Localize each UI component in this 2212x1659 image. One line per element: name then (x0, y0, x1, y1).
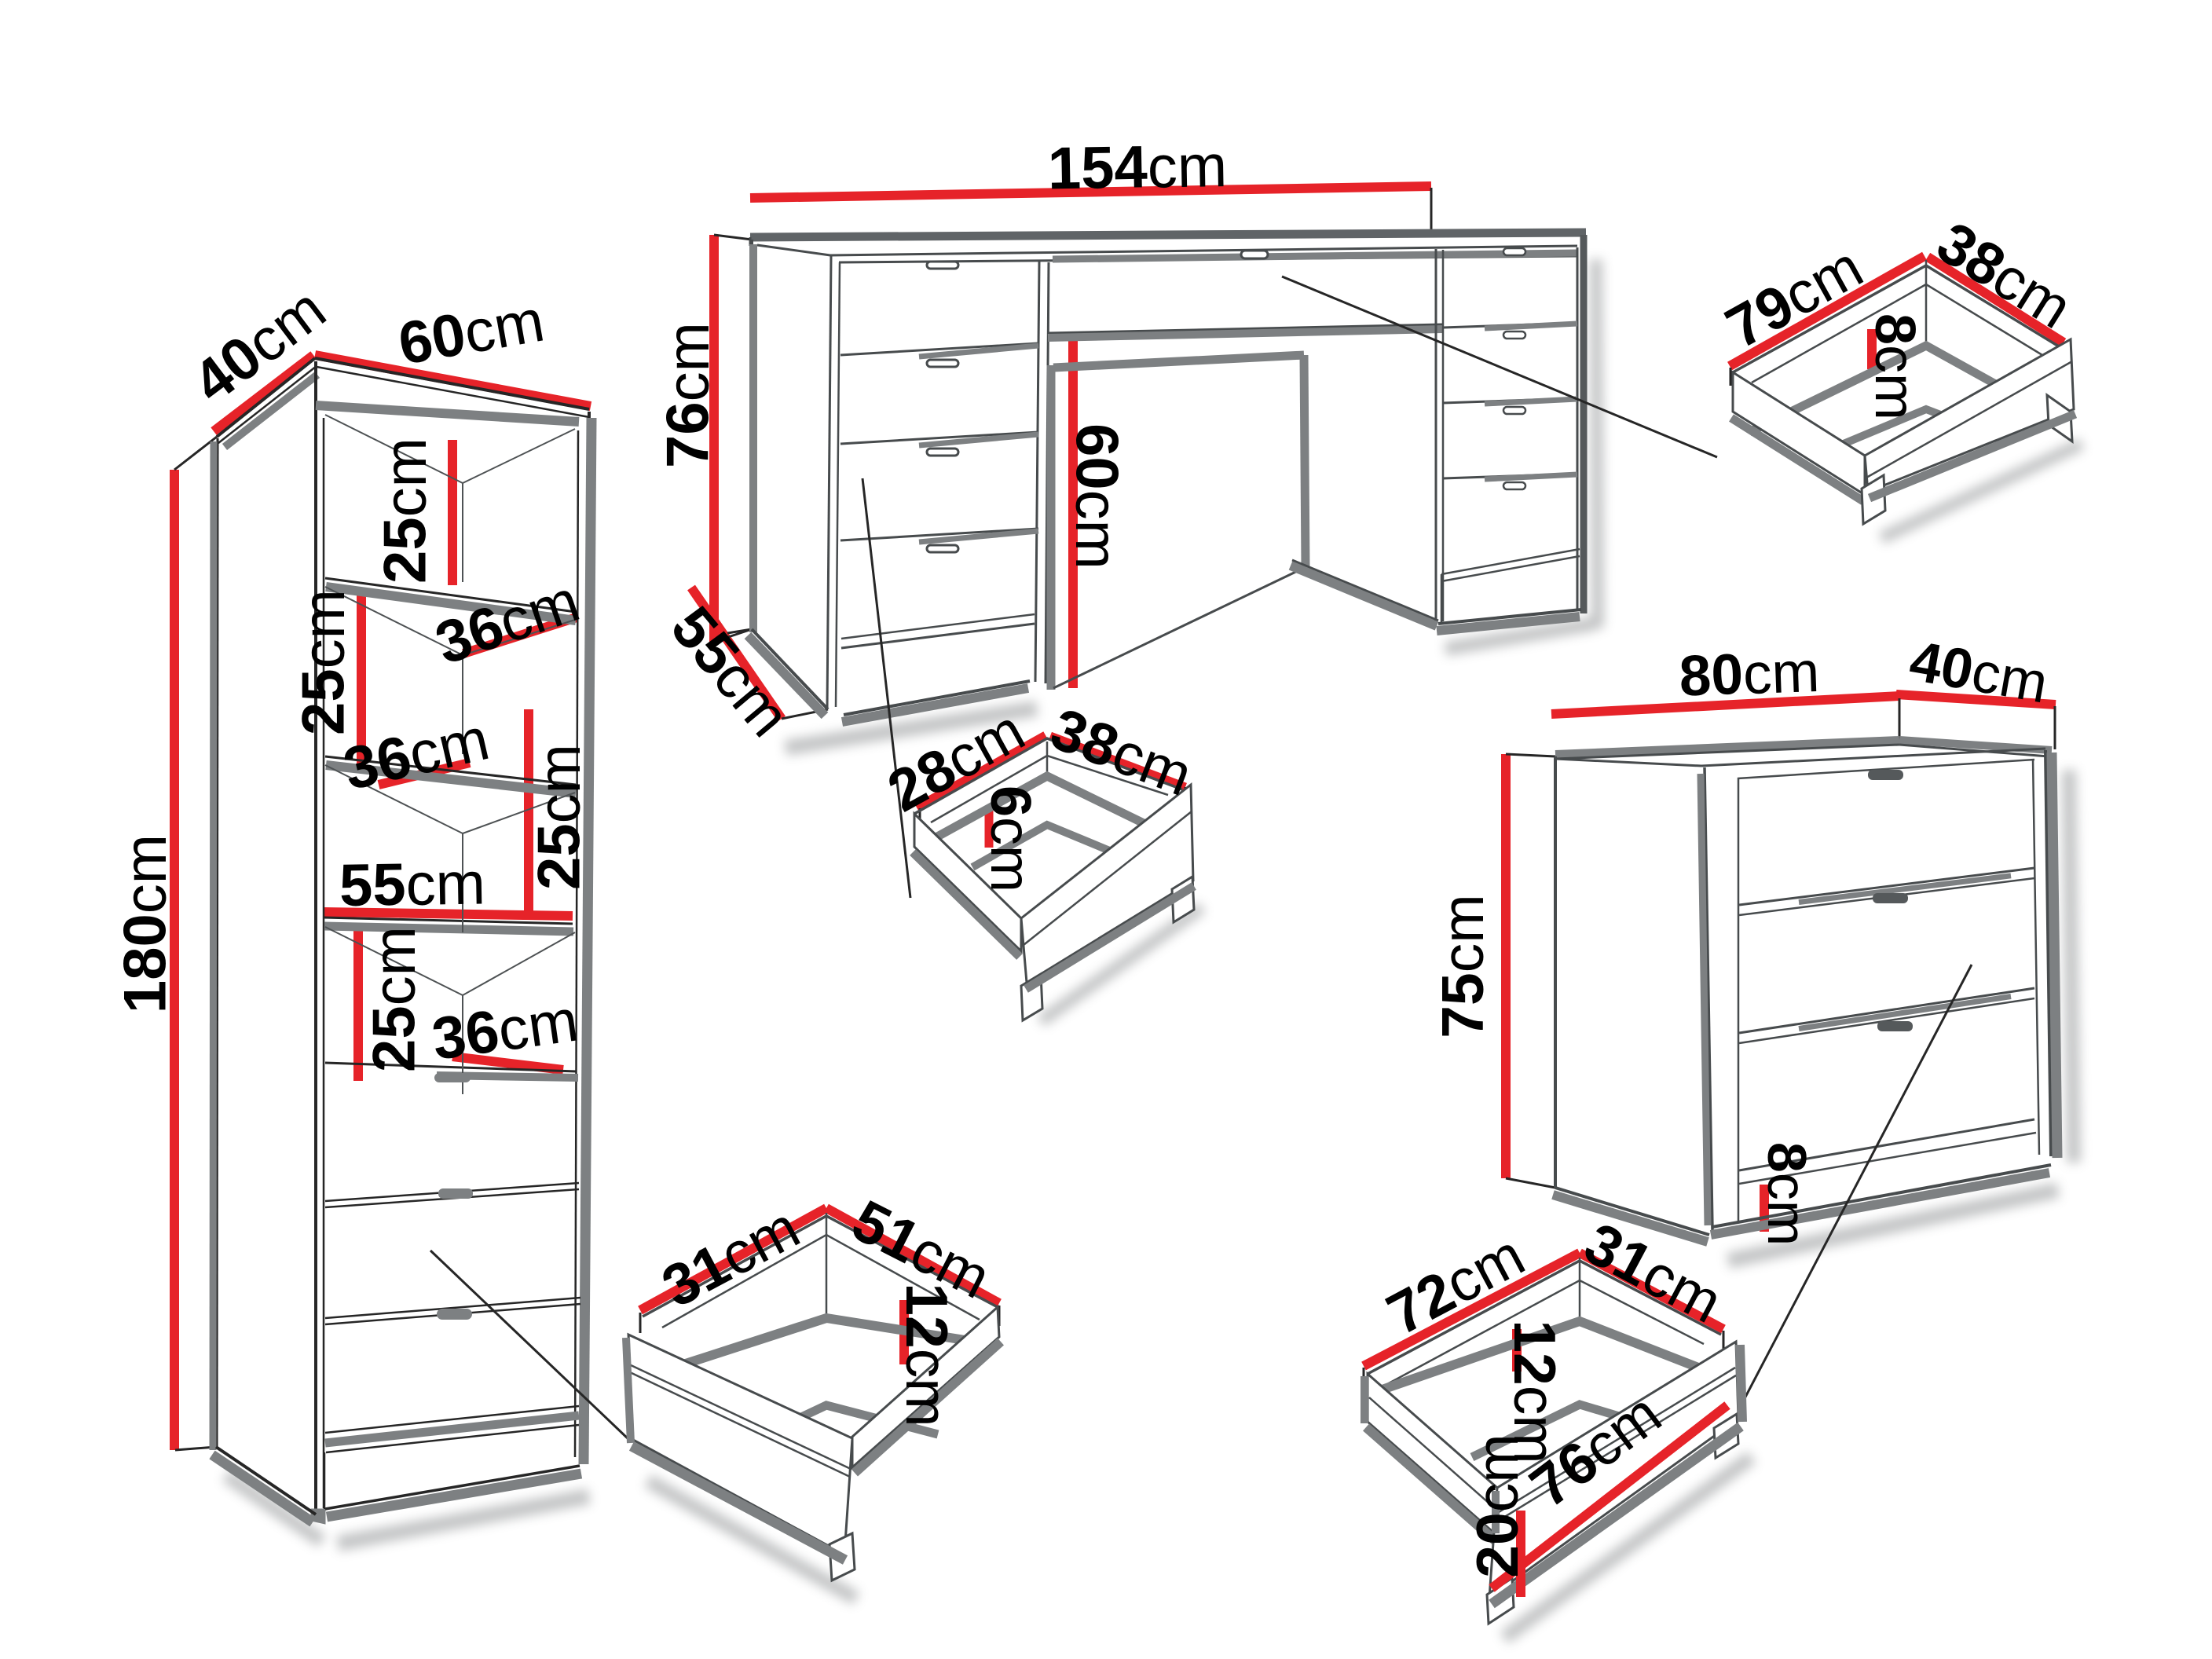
svg-text:36cm: 36cm (428, 987, 582, 1073)
svg-text:25cm: 25cm (291, 589, 357, 735)
svg-text:80cm: 80cm (1678, 639, 1820, 708)
svg-text:154cm: 154cm (1047, 133, 1228, 203)
svg-text:25cm: 25cm (361, 926, 428, 1072)
svg-text:12cm: 12cm (894, 1283, 960, 1426)
svg-text:6cm: 6cm (979, 786, 1042, 892)
svg-text:76cm: 76cm (655, 322, 722, 468)
svg-text:60cm: 60cm (1064, 423, 1130, 569)
svg-text:75cm: 75cm (1430, 894, 1496, 1038)
svg-text:55cm: 55cm (339, 850, 485, 919)
svg-text:25cm: 25cm (372, 438, 439, 584)
svg-text:12cm: 12cm (1502, 1320, 1568, 1463)
svg-text:8cm: 8cm (1756, 1142, 1818, 1246)
svg-text:25cm: 25cm (526, 744, 593, 890)
svg-text:20cm: 20cm (1464, 1434, 1530, 1577)
svg-text:8cm: 8cm (1863, 313, 1926, 420)
svg-text:180cm: 180cm (112, 834, 179, 1013)
